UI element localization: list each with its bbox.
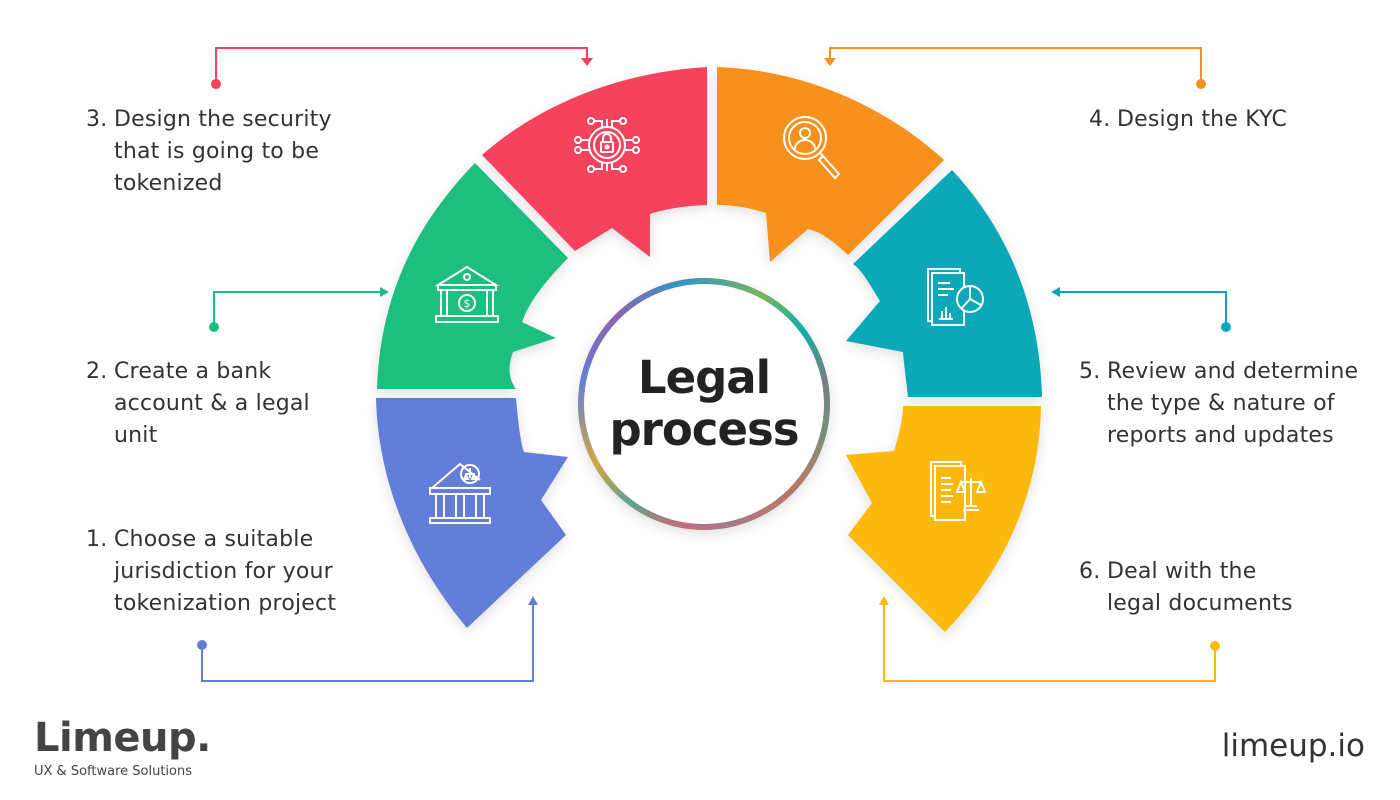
legal-documents-icon <box>930 461 987 521</box>
brand-tagline: UX & Software Solutions <box>34 764 192 779</box>
center-title-line-2: process <box>609 403 799 456</box>
connector-step-4 <box>824 47 1206 89</box>
segment-step-2-shape <box>377 163 568 389</box>
step-5-number: 5. <box>1079 359 1101 384</box>
step-2-text: Create a bank account & a legal unit <box>114 359 310 448</box>
step-5-text: Review and determine the type & nature o… <box>1107 359 1359 448</box>
report-chart-icon <box>927 268 984 326</box>
step-2-number: 2. <box>86 359 108 384</box>
step-6-number: 6. <box>1079 559 1101 584</box>
courthouse-scales-icon <box>429 462 491 524</box>
bank-dollar-icon: $ <box>434 265 500 323</box>
center-circle <box>578 278 830 530</box>
connector-step-1 <box>197 596 538 682</box>
connector-step-2 <box>209 287 389 332</box>
connector-step-5 <box>1051 287 1231 332</box>
step-4-number: 4. <box>1089 107 1111 132</box>
step-3-text: Design the security that is going to be … <box>114 107 332 196</box>
step-3-number: 3. <box>86 107 108 132</box>
step-6-text: Deal with the legal documents <box>1107 559 1293 616</box>
svg-text:$: $ <box>464 297 471 310</box>
step-2-label: 2. Create a bank account & a legal unit <box>86 356 310 452</box>
center-title: Legal process <box>579 352 829 456</box>
segment-step-3-shape <box>482 67 707 257</box>
step-6-label: 6. Deal with the legal documents <box>1079 556 1293 620</box>
brand-name: Limeup. <box>34 715 211 761</box>
segment-step-3 <box>482 67 707 257</box>
user-search-icon <box>783 116 841 180</box>
circuit-lock-icon <box>574 117 640 173</box>
step-1-number: 1. <box>86 527 108 552</box>
segment-step-1-shape <box>376 398 568 628</box>
center-title-line-1: Legal <box>637 351 771 404</box>
connector-step-6 <box>879 596 1220 682</box>
step-1-text: Choose a suitable jurisdiction for your … <box>114 527 337 616</box>
website-link[interactable]: limeup.io <box>1221 728 1365 764</box>
brand-logo: Limeup. UX & Software Solutions <box>34 716 211 779</box>
segment-step-2 <box>377 163 568 389</box>
step-1-label: 1. Choose a suitable jurisdiction for yo… <box>86 524 336 620</box>
step-3-label: 3. Design the security that is going to … <box>86 104 332 200</box>
connector-step-3 <box>211 47 593 89</box>
step-4-text: Design the KYC <box>1117 107 1288 132</box>
step-5-label: 5. Review and determine the type & natur… <box>1079 356 1358 452</box>
step-4-label: 4. Design the KYC <box>1089 104 1287 136</box>
segment-step-1 <box>376 398 568 628</box>
